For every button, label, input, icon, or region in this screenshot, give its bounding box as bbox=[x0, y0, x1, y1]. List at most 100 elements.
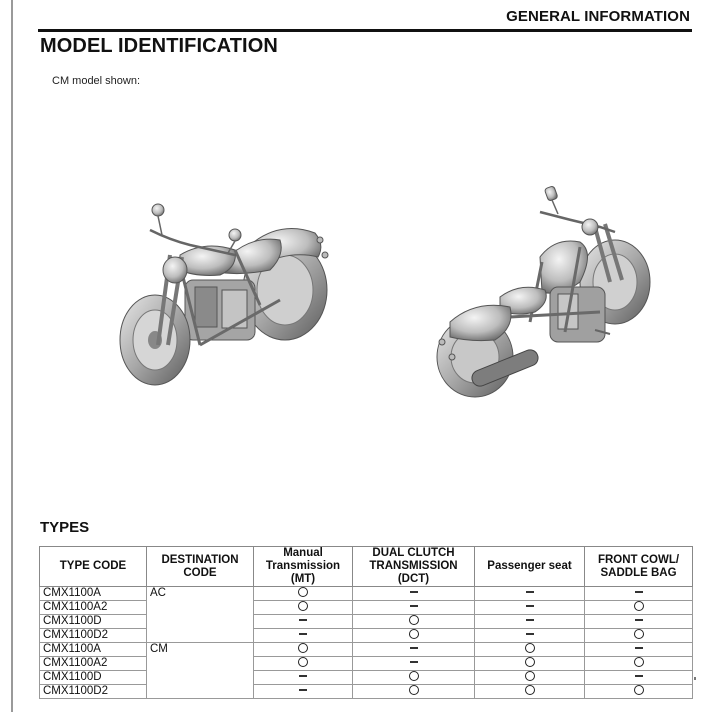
cell-manual-transmission bbox=[253, 656, 353, 671]
header-text: Passenger seat bbox=[487, 560, 572, 572]
header-text: Transmission bbox=[265, 560, 341, 572]
header-text: DUAL CLUTCH bbox=[372, 547, 455, 559]
col-header-manual-transmission: Manual Transmission (MT) bbox=[253, 546, 353, 587]
page-title: MODEL IDENTIFICATION bbox=[40, 35, 278, 57]
cell-front-cowl-saddle-bag bbox=[584, 642, 693, 657]
table-row: CMX1100D2 bbox=[39, 628, 693, 643]
circle-mark-icon bbox=[298, 642, 308, 653]
cell-front-cowl-saddle-bag bbox=[584, 656, 693, 671]
col-header-front-cowl-saddle-bag: FRONT COWL/ SADDLE BAG bbox=[584, 546, 693, 587]
scan-mark bbox=[694, 677, 696, 680]
cell-manual-transmission bbox=[253, 670, 353, 685]
dash-mark-icon bbox=[299, 619, 307, 621]
dash-mark-icon bbox=[634, 647, 643, 649]
cell-passenger-seat bbox=[474, 614, 585, 629]
cell-passenger-seat bbox=[474, 600, 585, 615]
circle-mark-icon bbox=[633, 684, 644, 695]
dash-mark-icon bbox=[525, 619, 534, 621]
circle-mark-icon bbox=[524, 656, 535, 667]
motorcycle-front-left-illustration bbox=[119, 203, 329, 386]
header-text: FRONT COWL/ bbox=[597, 553, 680, 566]
header-rule bbox=[38, 29, 692, 32]
table-row: CMX1100A2 bbox=[39, 600, 693, 615]
types-section-title: TYPES bbox=[40, 519, 90, 536]
cell-passenger-seat bbox=[474, 656, 585, 671]
cell-dual-clutch-transmission bbox=[352, 684, 475, 699]
cell-dual-clutch-transmission bbox=[352, 656, 475, 671]
dash-mark-icon bbox=[299, 675, 307, 677]
dash-mark-icon bbox=[525, 633, 534, 635]
cell-dual-clutch-transmission bbox=[352, 670, 475, 685]
circle-mark-icon bbox=[633, 600, 644, 611]
section-header: GENERAL INFORMATION bbox=[506, 8, 690, 25]
cell-type-code: CMX1100D2 bbox=[39, 684, 147, 699]
cell-type-code: CMX1100A bbox=[39, 586, 147, 601]
cell-front-cowl-saddle-bag bbox=[584, 628, 693, 643]
cell-type-code: CMX1100A2 bbox=[39, 656, 147, 671]
dash-mark-icon bbox=[525, 605, 534, 607]
cell-type-code: CMX1100A bbox=[39, 642, 147, 657]
cell-manual-transmission bbox=[253, 614, 353, 629]
table-row: CMX1100D bbox=[39, 614, 693, 629]
header-text: CODE bbox=[183, 566, 217, 579]
header-text: DESTINATION bbox=[161, 553, 239, 566]
circle-mark-icon bbox=[298, 656, 308, 667]
cell-front-cowl-saddle-bag bbox=[584, 670, 693, 685]
circle-mark-icon bbox=[408, 614, 419, 625]
dash-mark-icon bbox=[634, 591, 643, 593]
circle-mark-icon bbox=[524, 670, 535, 681]
dash-mark-icon bbox=[634, 619, 643, 621]
circle-mark-icon bbox=[524, 642, 535, 653]
cell-type-code: CMX1100D bbox=[39, 614, 147, 629]
col-header-dual-clutch-transmission: DUAL CLUTCH TRANSMISSION (DCT) bbox=[352, 546, 475, 587]
cell-dual-clutch-transmission bbox=[352, 614, 475, 629]
cell-manual-transmission bbox=[253, 586, 353, 601]
circle-mark-icon bbox=[408, 670, 419, 681]
header-text: (DCT) bbox=[397, 573, 430, 585]
cell-dual-clutch-transmission bbox=[352, 600, 475, 615]
dash-mark-icon bbox=[299, 633, 307, 635]
cell-manual-transmission bbox=[253, 684, 353, 699]
cell-passenger-seat bbox=[474, 684, 585, 699]
dash-mark-icon bbox=[409, 661, 418, 663]
figure-caption: CM model shown: bbox=[52, 75, 141, 87]
dash-mark-icon bbox=[299, 689, 307, 691]
cell-destination-code: AC bbox=[146, 586, 254, 643]
cell-passenger-seat bbox=[474, 670, 585, 685]
cell-destination-code: CM bbox=[146, 642, 254, 699]
cell-manual-transmission bbox=[253, 600, 353, 615]
cell-dual-clutch-transmission bbox=[352, 586, 475, 601]
circle-mark-icon bbox=[524, 684, 535, 695]
page-edge-line bbox=[11, 0, 13, 712]
table-header-row: TYPE CODE DESTINATION CODE Manual Transm… bbox=[39, 546, 693, 587]
dash-mark-icon bbox=[525, 591, 534, 593]
table-row: CMX1100A2 bbox=[39, 656, 693, 671]
cell-type-code: CMX1100A2 bbox=[39, 600, 147, 615]
cell-front-cowl-saddle-bag bbox=[584, 614, 693, 629]
cell-passenger-seat bbox=[474, 586, 585, 601]
header-text: TRANSMISSION bbox=[369, 560, 458, 572]
cell-dual-clutch-transmission bbox=[352, 642, 475, 657]
dash-mark-icon bbox=[409, 591, 418, 593]
circle-mark-icon bbox=[408, 684, 419, 695]
cell-passenger-seat bbox=[474, 642, 585, 657]
circle-mark-icon bbox=[633, 656, 644, 667]
cell-front-cowl-saddle-bag bbox=[584, 684, 693, 699]
dash-mark-icon bbox=[409, 605, 418, 607]
cell-manual-transmission bbox=[253, 642, 353, 657]
cell-dual-clutch-transmission bbox=[352, 628, 475, 643]
cell-manual-transmission bbox=[253, 628, 353, 643]
cell-front-cowl-saddle-bag bbox=[584, 600, 693, 615]
col-header-type-code: TYPE CODE bbox=[39, 546, 147, 587]
table-row: CMX1100D bbox=[39, 670, 693, 685]
col-header-destination-code: DESTINATION CODE bbox=[146, 546, 254, 587]
cell-type-code: CMX1100D bbox=[39, 670, 147, 685]
header-text: SADDLE BAG bbox=[600, 566, 677, 579]
header-text: TYPE CODE bbox=[59, 560, 127, 572]
motorcycle-rear-right-illustration bbox=[436, 185, 651, 398]
cell-type-code: CMX1100D2 bbox=[39, 628, 147, 643]
circle-mark-icon bbox=[298, 586, 308, 597]
